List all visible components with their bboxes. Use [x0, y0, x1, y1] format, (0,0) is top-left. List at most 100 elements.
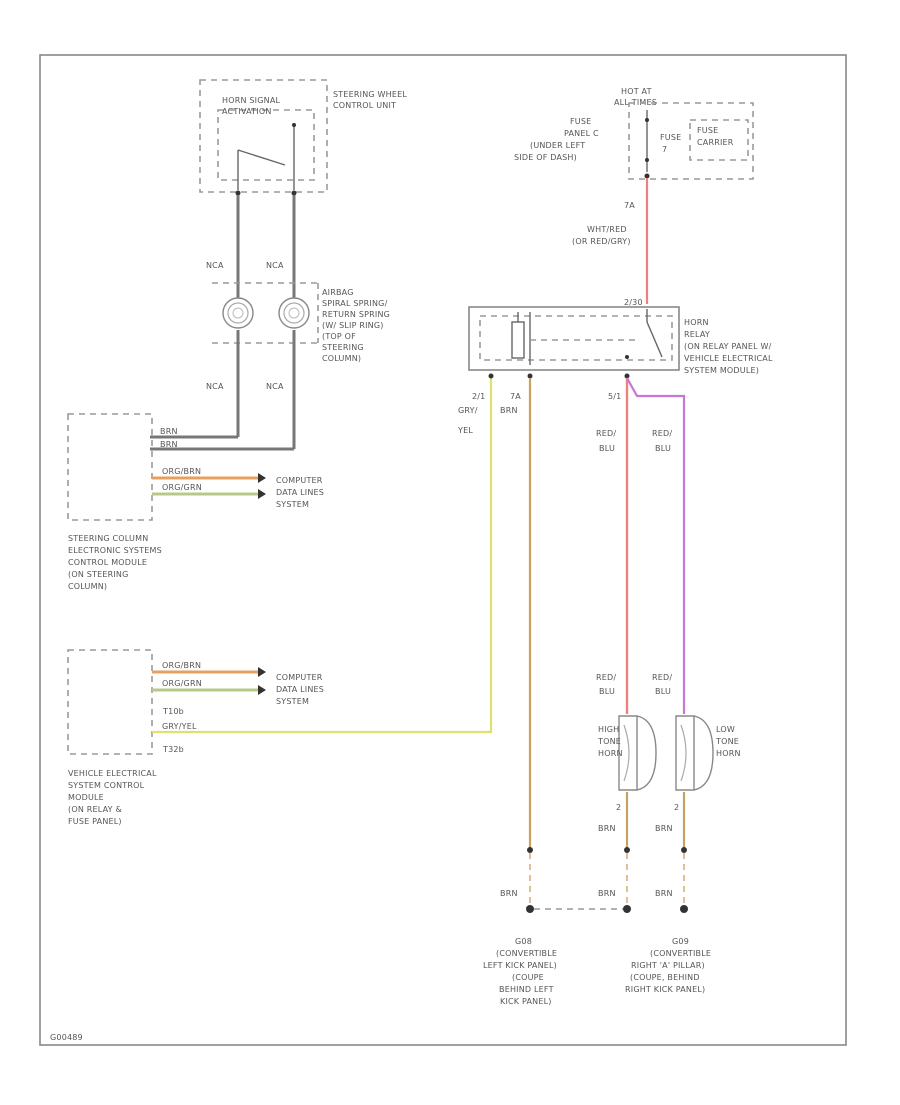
red-blu-1b: BLU — [599, 444, 615, 453]
vesm-label-2: SYSTEM CONTROL — [68, 781, 145, 790]
brn-b-label: BRN — [598, 824, 616, 833]
vesm-pin-1: ORG/BRN — [162, 661, 201, 670]
scm-pin-3: ORG/BRN — [162, 467, 201, 476]
vesm-label-5: FUSE PANEL) — [68, 817, 122, 826]
scm-label-4: (ON STEERING — [68, 570, 129, 579]
airbag-label-1: AIRBAG — [322, 288, 354, 297]
vesm-pin-2: ORG/GRN — [162, 679, 202, 688]
horn-relay: HORN RELAY (ON RELAY PANEL W/ VEHICLE EL… — [468, 306, 773, 379]
red-blu-2b: BLU — [655, 444, 671, 453]
vehicle-electrical-module: ORG/BRN ORG/GRN COMPUTER DATA LINES SYST… — [67, 649, 324, 826]
vesm-connector-1: T10b — [162, 707, 184, 716]
fuse-carrier-label-2: CARRIER — [697, 138, 734, 147]
nca-label-1: NCA — [206, 261, 224, 270]
airbag-label-6: STEERING — [322, 343, 364, 352]
scm-pin-1: BRN — [160, 427, 178, 436]
cdl-bottom-3: SYSTEM — [276, 697, 309, 706]
cdl-bottom-1: COMPUTER — [276, 673, 323, 682]
brn-g3-label: BRN — [655, 889, 673, 898]
nca-wires-lower: NCA NCA — [150, 330, 296, 451]
wht-red-wire: 7A WHT/RED (OR RED/GRY) 2/30 — [572, 178, 649, 307]
fuse-panel: HOT AT ALL TIMES FUSE 7 FUSE CARRIER FUS… — [514, 87, 754, 180]
ground-right-5: RIGHT KICK PANEL) — [625, 985, 705, 994]
gry-yel-label-1: GRY/ — [458, 406, 478, 415]
scm-pin-2: BRN — [160, 440, 178, 449]
airbag-spiral-spring: AIRBAG SPIRAL SPRING/ RETURN SPRING (W/ … — [212, 282, 390, 363]
fuse-carrier-label-1: FUSE — [697, 126, 718, 135]
horn-pin-h: 2 — [616, 803, 621, 812]
relay-pin-2-label: 2/1 — [472, 392, 485, 401]
scm-label-2: ELECTRONIC SYSTEMS — [68, 546, 162, 555]
scm-label-3: CONTROL MODULE — [68, 558, 147, 567]
brn-c-label: BRN — [655, 824, 673, 833]
relay-pin-5a-label: 5/1 — [608, 392, 621, 401]
brn-a-label: BRN — [500, 406, 518, 415]
nca-label-2: NCA — [266, 261, 284, 270]
nca-label-4: NCA — [266, 382, 284, 391]
scm-label-1: STEERING COLUMN — [68, 534, 148, 543]
red-blu-1a: RED/ — [596, 429, 616, 438]
steering-wheel-unit-label-1: STEERING WHEEL — [333, 90, 407, 99]
vesm-label-4: (ON RELAY & — [68, 805, 122, 814]
fuse-panel-label-3: (UNDER LEFT — [530, 141, 585, 150]
vesm-pin-3: GRY/YEL — [162, 722, 197, 731]
airbag-label-7: COLUMN) — [322, 354, 361, 363]
hot-at-label-2: ALL TIMES — [614, 98, 657, 107]
red-blu-2a: RED/ — [652, 429, 672, 438]
nca-label-3: NCA — [206, 382, 224, 391]
fuse-out-pin: 7A — [624, 201, 635, 210]
high-horn-label-3: HORN — [598, 749, 623, 758]
horn-relay-label-3: (ON RELAY PANEL W/ — [684, 342, 772, 351]
ground-right-4: (COUPE, BEHIND — [630, 973, 700, 982]
steering-wheel-control-unit: STEERING WHEEL CONTROL UNIT HORN SIGNAL … — [199, 79, 407, 196]
brn-g2-label: BRN — [598, 889, 616, 898]
scm-pin-4: ORG/GRN — [162, 483, 202, 492]
relay-pin-7a-label: 7A — [510, 392, 521, 401]
ground-left-4: (COUPE — [512, 973, 544, 982]
horn-pin-l: 2 — [674, 803, 679, 812]
gry-yel-label-2: YEL — [457, 426, 473, 435]
low-horn-label-3: HORN — [716, 749, 741, 758]
low-horn-label-2: TONE — [715, 737, 739, 746]
airbag-label-4: (W/ SLIP RING) — [322, 321, 384, 330]
vesm-label-1: VEHICLE ELECTRICAL — [68, 769, 157, 778]
wht-red-note: (OR RED/GRY) — [572, 237, 631, 246]
high-horn-label-1: HIGH — [598, 725, 619, 734]
horn-signal-label-2: ACTIVATION — [222, 107, 272, 116]
ground-left-6: KICK PANEL) — [500, 997, 552, 1006]
relay-in-pin: 2/30 — [624, 298, 643, 307]
horn-relay-label-5: SYSTEM MODULE) — [684, 366, 759, 375]
red-blu-4a: RED/ — [652, 673, 672, 682]
ground-right-1: G09 — [672, 937, 689, 946]
cdl-top-1: COMPUTER — [276, 476, 323, 485]
figure-code: G00489 — [50, 1033, 83, 1042]
ground-left-3: LEFT KICK PANEL) — [483, 961, 557, 970]
fuse-label-2: 7 — [662, 145, 667, 154]
fuse-panel-label-2: PANEL C — [564, 129, 599, 138]
low-tone-horn: LOW TONE HORN — [675, 715, 741, 791]
ground-left-2: (CONVERTIBLE — [496, 949, 557, 958]
horn-signal-label-1: HORN SIGNAL — [222, 96, 280, 105]
ground-left-5: BEHIND LEFT — [499, 985, 554, 994]
fuse-panel-label-4: SIDE OF DASH) — [514, 153, 577, 162]
brn-wire-relay: 7A BRN — [500, 378, 532, 850]
wht-red-label: WHT/RED — [587, 225, 627, 234]
horn-relay-label-2: RELAY — [684, 330, 710, 339]
vesm-connector-2: T32b — [162, 745, 184, 754]
ground-right-2: (CONVERTIBLE — [650, 949, 711, 958]
airbag-label-3: RETURN SPRING — [322, 310, 390, 319]
horn-relay-label-4: VEHICLE ELECTRICAL — [684, 354, 773, 363]
steering-wheel-unit-label-2: CONTROL UNIT — [333, 101, 396, 110]
fuse-panel-label-1: FUSE — [570, 117, 591, 126]
scm-label-5: COLUMN) — [68, 582, 107, 591]
nca-wires: NCA NCA — [206, 195, 296, 298]
airbag-label-5: (TOP OF — [322, 332, 356, 341]
ground-left-1: G08 — [515, 937, 532, 946]
red-blu-3a: RED/ — [596, 673, 616, 682]
ground-right-3: RIGHT 'A' PILLAR) — [631, 961, 705, 970]
brn-wires-horns: 2 2 BRN BRN — [598, 792, 686, 850]
ground-labels: G08 (CONVERTIBLE LEFT KICK PANEL) (COUPE… — [483, 937, 711, 1006]
fuse-label-1: FUSE — [660, 133, 681, 142]
